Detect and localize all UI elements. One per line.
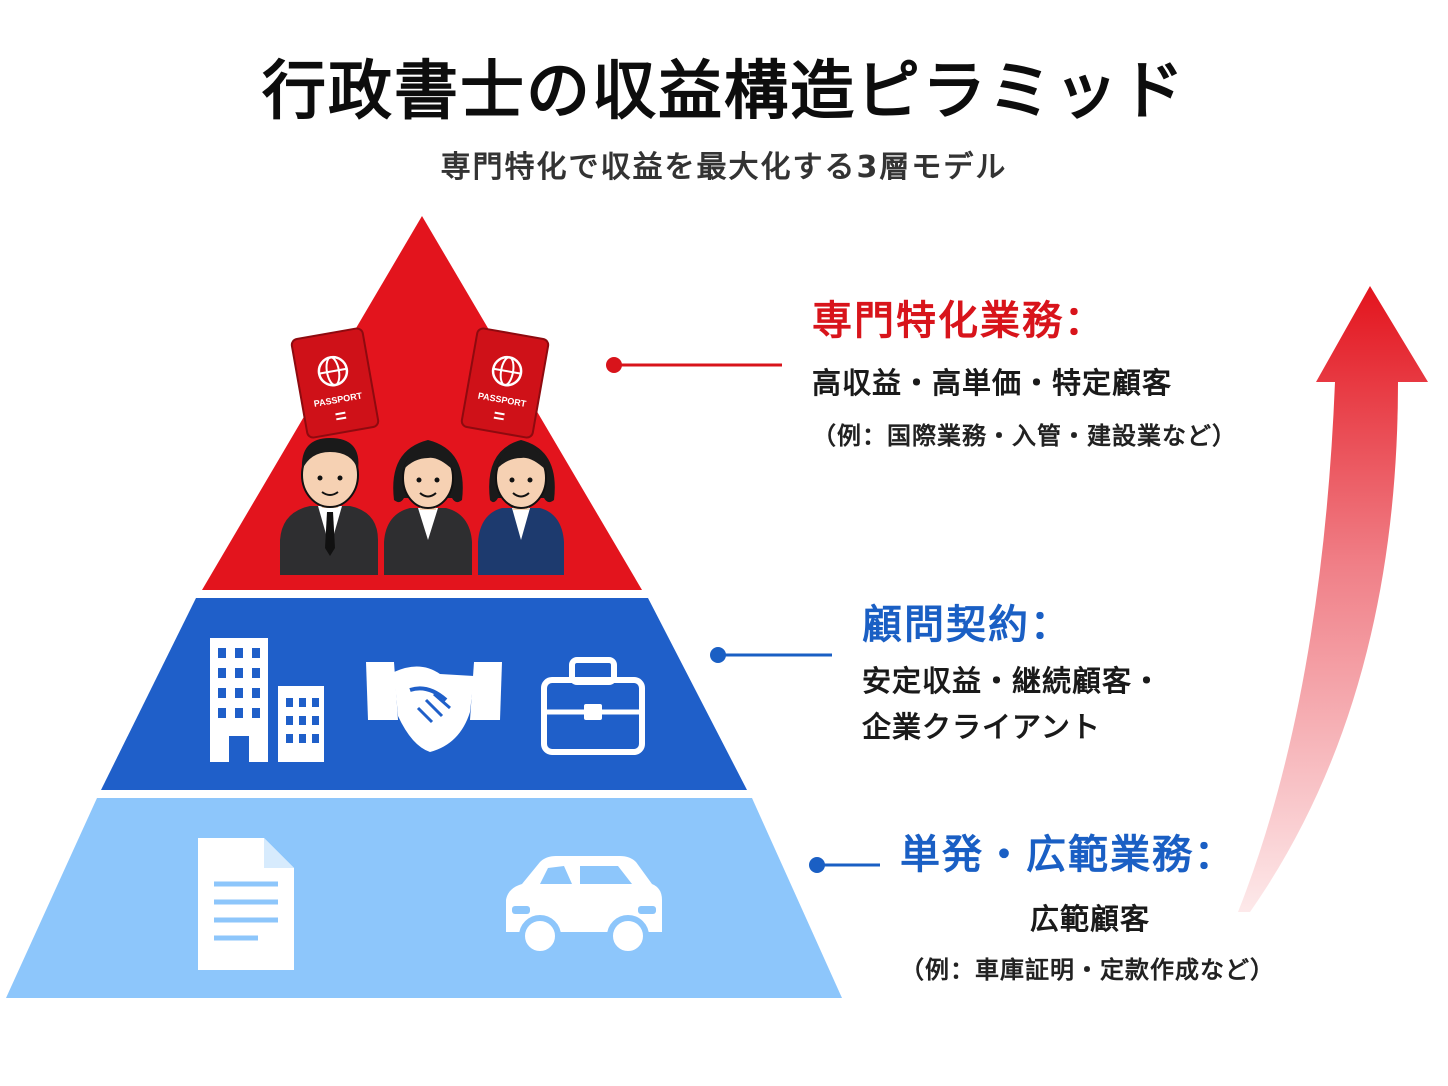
briefcase-icon xyxy=(541,657,645,755)
tier2-description-line: 安定収益・継続顧客・ xyxy=(862,664,1163,698)
tier1-label: 専門特化業務： 高収益・高単価・特定顧客 （例：国際業務・入管・建設業など） xyxy=(812,288,1237,451)
tier3-label: 単発・広範業務： 広範顧客 （例：車庫証明・定款作成など） xyxy=(900,822,1275,985)
page-subtitle: 専門特化で収益を最大化する3層モデル xyxy=(440,150,1008,185)
passport-icon: PASSPORT xyxy=(460,327,550,439)
passport-icon: PASSPORT xyxy=(290,327,380,439)
tier1-description: 高収益・高単価・特定顧客 xyxy=(812,366,1173,400)
growth-arrow-icon xyxy=(1238,286,1428,912)
businesswoman-icon xyxy=(478,440,564,575)
tier2-label: 顧問契約： 安定収益・継続顧客・ 企業クライアント xyxy=(862,592,1162,750)
connector-tier3 xyxy=(809,857,880,873)
tier2-description: 安定収益・継続顧客・ 企業クライアント xyxy=(862,658,1162,750)
tier1-heading: 専門特化業務： xyxy=(812,298,1106,344)
document-icon xyxy=(198,838,294,970)
tier3-description: 広範顧客 xyxy=(1030,902,1151,936)
tier2-heading: 顧問契約： xyxy=(862,602,1072,648)
tier3-heading: 単発・広範業務： xyxy=(900,832,1236,878)
car-icon xyxy=(506,856,662,957)
buildings-icon xyxy=(210,638,324,762)
businessman-icon xyxy=(280,438,378,575)
connector-tier1 xyxy=(606,357,782,373)
tier-bottom-general xyxy=(6,798,842,998)
tier3-example: （例：車庫証明・定款作成など） xyxy=(900,956,1275,984)
tier2-description-line: 企業クライアント xyxy=(862,710,1101,744)
handshake-icon xyxy=(366,662,502,752)
businesswoman-icon xyxy=(384,440,472,575)
page-title: 行政書士の収益構造ピラミッド xyxy=(262,55,1186,129)
connector-tier2 xyxy=(710,647,832,663)
tier1-example: （例：国際業務・入管・建設業など） xyxy=(812,422,1237,450)
